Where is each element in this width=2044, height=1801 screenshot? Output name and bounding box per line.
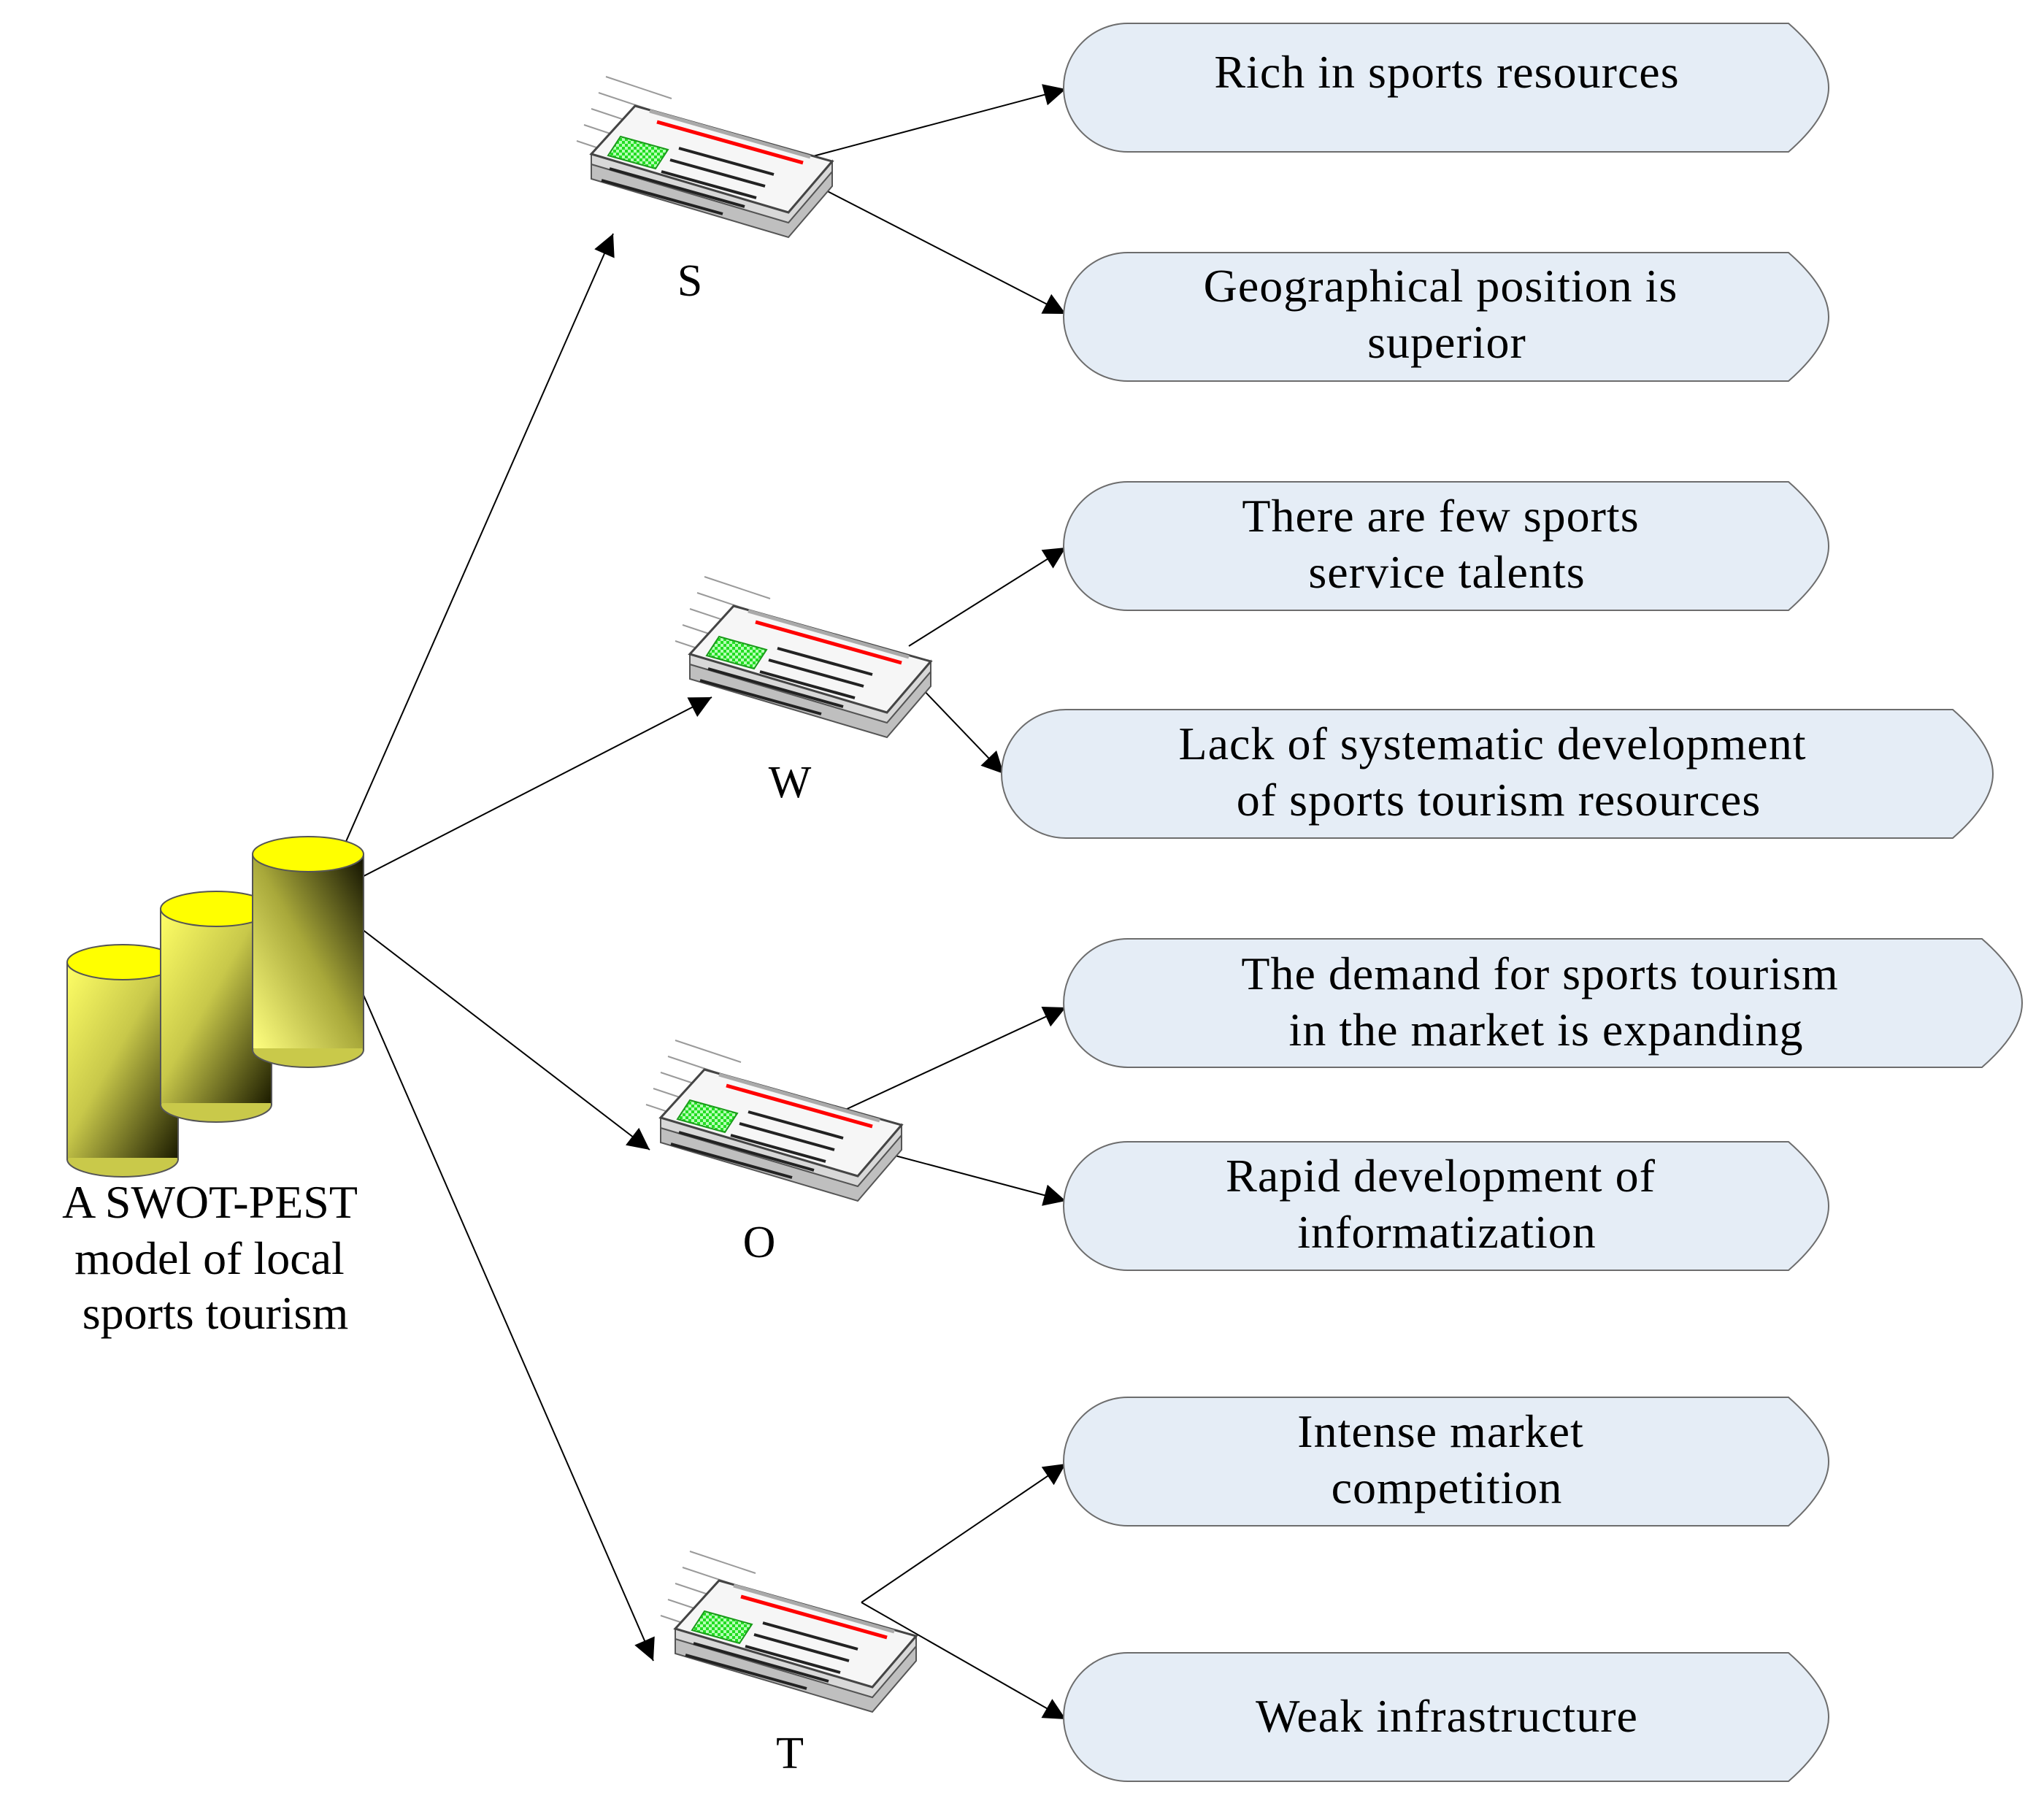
- connector-root-W: [320, 696, 712, 899]
- item-box: Rapid development of informatization: [1063, 1141, 1830, 1271]
- newspaper-icon: [661, 1551, 916, 1712]
- category-letter-W: W: [769, 758, 812, 807]
- connector-root-S: [320, 233, 615, 899]
- item-label-line: superior: [1367, 316, 1526, 368]
- item-label-line: Intense market: [1297, 1405, 1584, 1457]
- item-label-line: Geographical position is: [1204, 260, 1678, 312]
- item-box: Geographical position is superior: [1063, 252, 1830, 382]
- connector-S-item2: [817, 185, 1067, 315]
- item-label: Weak infrastructure: [1256, 1690, 1638, 1742]
- connector-O-item2: [886, 1153, 1067, 1206]
- item-label-line: Rapid development of: [1226, 1150, 1656, 1202]
- item-label-line: of sports tourism resources: [1237, 774, 1761, 826]
- category-W: W: [675, 577, 931, 807]
- item-box: Intense market competition: [1063, 1397, 1830, 1527]
- item-box: Weak infrastructure: [1063, 1652, 1830, 1782]
- newspaper-icon: [675, 577, 931, 737]
- connector-O-item1: [813, 1007, 1067, 1125]
- root-label-line-3: sports tourism: [82, 1287, 348, 1339]
- item-label-line: The demand for sports tourism: [1241, 948, 1838, 999]
- item-label-line: Rich in sports resources: [1214, 46, 1679, 98]
- connector-root-O: [320, 897, 650, 1151]
- item-label: Rich in sports resources: [1214, 46, 1679, 98]
- root-label-line-1: A SWOT-PEST: [62, 1176, 358, 1228]
- item-label-line: in the market is expanding: [1289, 1004, 1804, 1056]
- connector-T-item2: [861, 1602, 1067, 1720]
- item-box: The demand for sports tourism in the mar…: [1063, 938, 2024, 1068]
- item-label: Lack of systematic development of sports…: [1179, 718, 1819, 826]
- category-letter-T: T: [776, 1729, 804, 1778]
- category-O: O: [646, 1040, 902, 1267]
- item-box: Lack of systematic development of sports…: [1001, 709, 1994, 839]
- newspaper-icon: [646, 1040, 902, 1201]
- category-T: T: [661, 1551, 916, 1778]
- item-label: The demand for sports tourism in the mar…: [1241, 948, 1851, 1056]
- item-label: Geographical position is superior: [1204, 260, 1691, 368]
- item-label-line: informatization: [1297, 1206, 1597, 1258]
- root-connectors: [320, 233, 712, 1662]
- item-box: Rich in sports resources: [1063, 23, 1830, 153]
- root-label: A SWOT-PEST model of local sports touris…: [62, 1176, 369, 1339]
- database-icon: [66, 836, 364, 1178]
- newspaper-icon: [577, 77, 832, 237]
- item-label: Intense market competition: [1297, 1405, 1597, 1513]
- item-label-line: Lack of systematic development: [1179, 718, 1807, 769]
- item-label-line: service talents: [1308, 546, 1585, 598]
- category-S: S: [577, 77, 832, 306]
- category-letter-S: S: [677, 256, 702, 306]
- connector-S-item1: [810, 84, 1067, 158]
- category-letter-O: O: [743, 1218, 776, 1267]
- item-label-line: There are few sports: [1242, 490, 1639, 542]
- connector-root-T: [320, 897, 655, 1662]
- item-label-line: competition: [1332, 1462, 1563, 1513]
- connector-W-item1: [908, 547, 1067, 647]
- item-box: There are few sports service talents: [1063, 481, 1830, 611]
- cylinder-left: [66, 944, 179, 1178]
- connector-W-item2: [919, 686, 1004, 775]
- item-label: There are few sports service talents: [1242, 490, 1651, 598]
- item-label-line: Weak infrastructure: [1256, 1690, 1638, 1742]
- item-connectors: [810, 84, 1067, 1720]
- root-label-line-2: model of local: [74, 1232, 345, 1284]
- connector-T-item1: [861, 1463, 1067, 1603]
- item-label: Rapid development of informatization: [1226, 1150, 1668, 1258]
- cylinder-right: [252, 836, 364, 1068]
